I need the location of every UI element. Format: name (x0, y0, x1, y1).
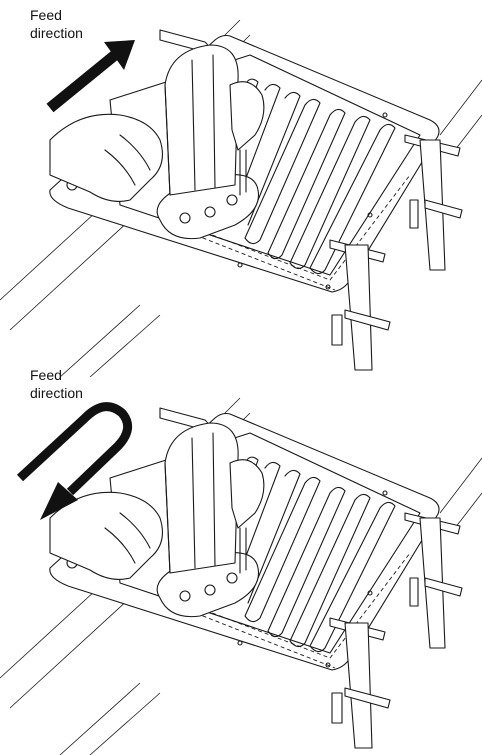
feed-direction-arrow-icon (46, 40, 135, 113)
panel-straight-feed: Feed direction (0, 0, 482, 377)
u-turn-arrow-icon (16, 402, 133, 520)
router-jig-illustration (0, 397, 482, 755)
feed-direction-label: Feed direction (30, 7, 83, 41)
router-jig-illustration (0, 19, 482, 377)
panel-u-turn-feed: Feed direction (0, 367, 482, 755)
feed-direction-label: Feed direction (30, 367, 83, 401)
